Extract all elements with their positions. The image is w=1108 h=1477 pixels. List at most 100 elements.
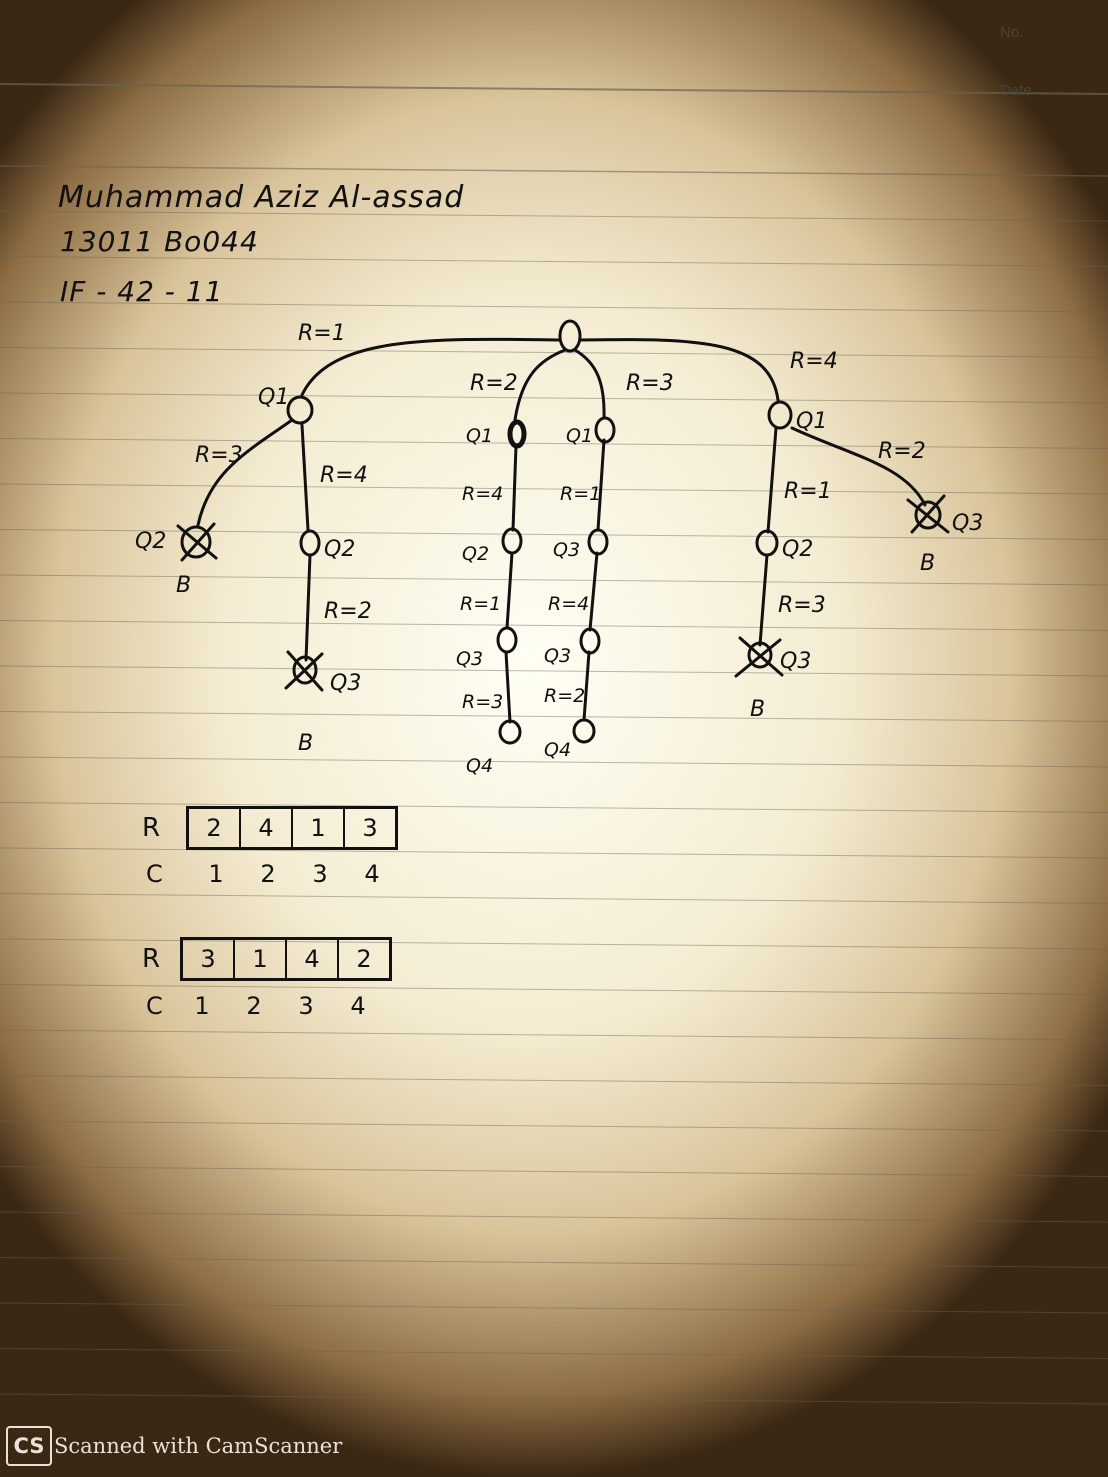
label-b3-e1: R=1 — [560, 483, 601, 505]
cross-b4-q3-right — [906, 494, 950, 534]
label-b4-q2: Q2 — [782, 537, 813, 562]
node-b4-q1 — [767, 400, 793, 430]
edge-b4-q2 — [766, 426, 778, 534]
ruled-line — [0, 392, 1108, 404]
edge-b2-q3 — [505, 551, 514, 630]
label-b3-q4: Q4 — [544, 739, 571, 761]
ruled-line — [0, 620, 1108, 631]
label-root-r4: R=4 — [790, 349, 838, 374]
label-b4-e2: R=3 — [778, 593, 826, 618]
ruled-line — [0, 1393, 1108, 1405]
edge-b1-q2-left — [196, 418, 294, 527]
ruled-line — [0, 256, 1108, 267]
edge-b1-q3 — [304, 553, 312, 662]
array-1-row-label: R — [142, 813, 161, 843]
array-2-row-label: R — [142, 944, 161, 974]
array-1-cell: 2 — [189, 809, 241, 847]
label-b4-q1: Q1 — [796, 409, 827, 434]
node-b1-q3 — [292, 655, 318, 685]
label-root-r2: R=2 — [470, 371, 518, 396]
array-2-row: R 3 1 4 2 — [142, 937, 392, 981]
label-b4-e-right: R=2 — [878, 439, 926, 464]
array-2-index: 1 — [194, 992, 210, 1020]
ruled-line — [0, 893, 1108, 904]
array-1-col-label: C — [146, 860, 163, 888]
ruled-line — [0, 1211, 1108, 1223]
label-b1-q1: Q1 — [258, 385, 289, 410]
node-b4-q2 — [755, 529, 779, 557]
label-b3-e3: R=2 — [544, 685, 585, 707]
node-b1-q1 — [286, 395, 314, 425]
node-b4-q3-right — [914, 500, 942, 530]
node-b3-q1 — [594, 416, 616, 444]
node-b2-q3 — [496, 626, 518, 654]
label-b2-e1: R=4 — [462, 483, 503, 505]
author-name: Muhammad Aziz Al-assad — [58, 180, 465, 215]
ruled-line — [0, 438, 1108, 449]
ruled-line — [0, 665, 1108, 677]
ruled-line — [0, 1302, 1108, 1314]
label-b1-q3: Q3 — [330, 671, 361, 696]
ruled-line — [0, 301, 1108, 313]
ruled-line — [0, 938, 1108, 950]
node-b3-q4 — [572, 718, 596, 744]
ruled-line — [0, 347, 1108, 358]
ruled-line — [0, 1257, 1108, 1268]
ruled-line — [0, 711, 1108, 722]
array-1-cell: 1 — [293, 809, 345, 847]
node-root — [558, 319, 582, 353]
edge-b2-q2 — [511, 444, 518, 532]
edge-root-b2 — [513, 348, 567, 422]
array-2-index: 4 — [350, 992, 366, 1020]
node-b4-q3 — [747, 641, 773, 669]
array-2-cell: 4 — [287, 940, 339, 978]
array-2-cell: 1 — [235, 940, 287, 978]
ruled-line — [0, 802, 1108, 813]
label-root-r1: R=1 — [298, 321, 346, 346]
ruled-line — [0, 483, 1108, 495]
array-2-index-row: C 1 2 3 4 — [146, 992, 384, 1020]
camscanner-logo: CS — [6, 1426, 52, 1466]
label-b1-q2-left: Q2 — [135, 529, 166, 554]
array-2-index: 3 — [298, 992, 314, 1020]
ruled-line — [0, 1120, 1108, 1132]
array-1-cell: 4 — [241, 809, 293, 847]
cross-b1-q3 — [284, 650, 324, 692]
array-1-index: 2 — [260, 860, 276, 888]
label-b2-q1: Q1 — [466, 425, 493, 447]
ruled-line — [0, 1029, 1108, 1041]
date-label: Date — [1000, 82, 1032, 99]
ruled-line — [0, 165, 1108, 177]
label-b2-q3: Q3 — [456, 648, 483, 670]
edge-b4-q3-right — [790, 426, 927, 507]
label-b3-q3: Q3 — [544, 645, 571, 667]
array-1-index: 3 — [312, 860, 328, 888]
label-b3-q2: Q3 — [553, 539, 580, 561]
author-id: 13011 Bo044 — [60, 225, 259, 258]
edge-b3-q3 — [588, 551, 599, 632]
edge-b4-q3 — [758, 553, 769, 647]
array-1-index: 1 — [208, 860, 224, 888]
node-b2-q2 — [501, 527, 523, 555]
node-b2-q1 — [507, 419, 527, 449]
array-2-cells: 3 1 4 2 — [180, 937, 392, 981]
node-b3-q2 — [587, 528, 609, 556]
edge-b2-q4 — [504, 650, 512, 724]
label-root-r3: R=3 — [626, 371, 674, 396]
ruled-line — [0, 574, 1108, 586]
label-b1-q2: Q2 — [324, 537, 355, 562]
ruled-line — [0, 1166, 1108, 1177]
ruled-line — [0, 1348, 1108, 1359]
array-2-col-label: C — [146, 992, 163, 1020]
label-b1-b: B — [298, 731, 313, 756]
array-2-cell: 3 — [183, 940, 235, 978]
ruled-line — [0, 756, 1108, 768]
ruled-line — [0, 984, 1108, 995]
label-b4-q3-right: Q3 — [952, 511, 983, 536]
no-label: No. — [1000, 24, 1024, 41]
scanner-watermark: CS Scanned with CamScanner — [6, 1426, 342, 1466]
label-b4-e1: R=1 — [784, 479, 832, 504]
